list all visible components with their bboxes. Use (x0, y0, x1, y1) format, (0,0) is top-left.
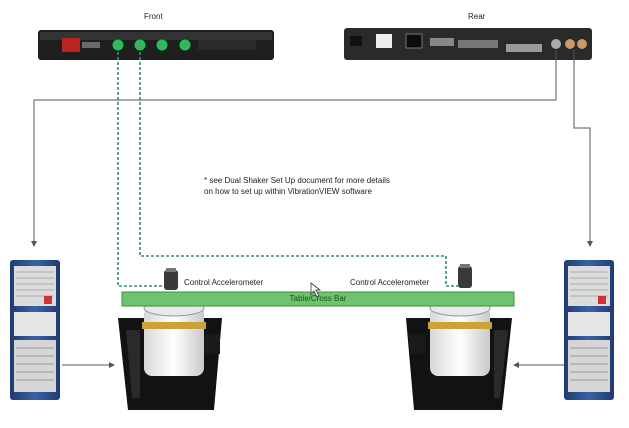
front-connectors (112, 39, 191, 51)
front-label: Front (144, 12, 163, 21)
accelerometer-right-icon (458, 264, 472, 288)
table-cross-bar (121, 291, 515, 307)
accelerometer-signal-lines (117, 52, 458, 287)
accel-left-label: Control Accelerometer (184, 278, 264, 287)
shaker-right (406, 299, 512, 410)
setup-note-line-2: on how to set up within VibrationVIEW so… (204, 187, 372, 196)
table-label: Table/Cross Bar (289, 294, 347, 303)
setup-note: * see Dual Shaker Set Up document for mo… (204, 175, 390, 197)
drive-lines (31, 50, 593, 368)
accelerometer-left-icon (164, 268, 178, 290)
amplifier-left (10, 260, 60, 400)
shaker-left (118, 299, 222, 410)
front-controller-unit (38, 30, 274, 60)
mouse-cursor-icon (310, 282, 322, 298)
amplifier-right (564, 260, 614, 400)
rear-controller-unit (344, 28, 592, 60)
accel-right-label: Control Accelerometer (350, 278, 430, 287)
setup-note-line-1: * see Dual Shaker Set Up document for mo… (204, 176, 390, 185)
rear-label: Rear (468, 12, 486, 21)
